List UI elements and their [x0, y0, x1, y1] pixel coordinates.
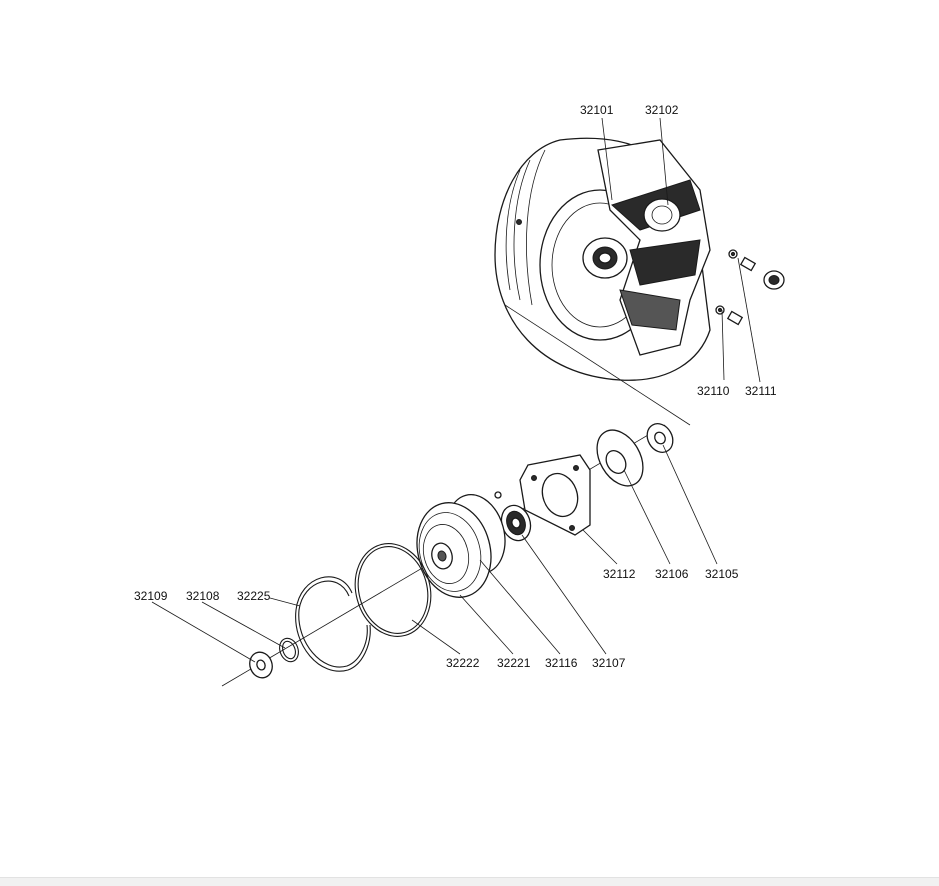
label-32110: 32110: [697, 384, 730, 398]
part-32221-pulley: [416, 494, 506, 598]
bottom-strip: [0, 877, 939, 886]
housing-assembly: [494, 137, 785, 426]
part-32112-plate: [519, 454, 591, 536]
part-32106-flange: [596, 429, 644, 487]
label-32116: 32116: [545, 656, 578, 670]
part-32105-washer: [646, 423, 674, 453]
label-32105: 32105: [705, 567, 739, 581]
label-32109: 32109: [134, 589, 168, 603]
part-32222-ring: [354, 543, 432, 637]
part-32225-snap-ring: [295, 576, 371, 672]
exploded-parts: [221, 423, 674, 687]
part-32107-bearing: [494, 491, 532, 542]
label-32107: 32107: [592, 656, 626, 670]
label-32111: 32111: [745, 384, 777, 398]
label-32221: 32221: [497, 656, 531, 670]
label-32225: 32225: [237, 589, 271, 603]
label-32112: 32112: [603, 567, 636, 581]
label-32108: 32108: [186, 589, 220, 603]
label-32222: 32222: [446, 656, 480, 670]
part-labels: 32101 32102 32110 32111 32112 32106 3210…: [134, 103, 777, 670]
part-32109-washer: [249, 651, 273, 679]
leader-lines: [151, 117, 761, 663]
label-32101: 32101: [580, 103, 614, 117]
label-32102: 32102: [645, 103, 679, 117]
part-32108-small-ring: [279, 637, 299, 663]
label-32106: 32106: [655, 567, 689, 581]
